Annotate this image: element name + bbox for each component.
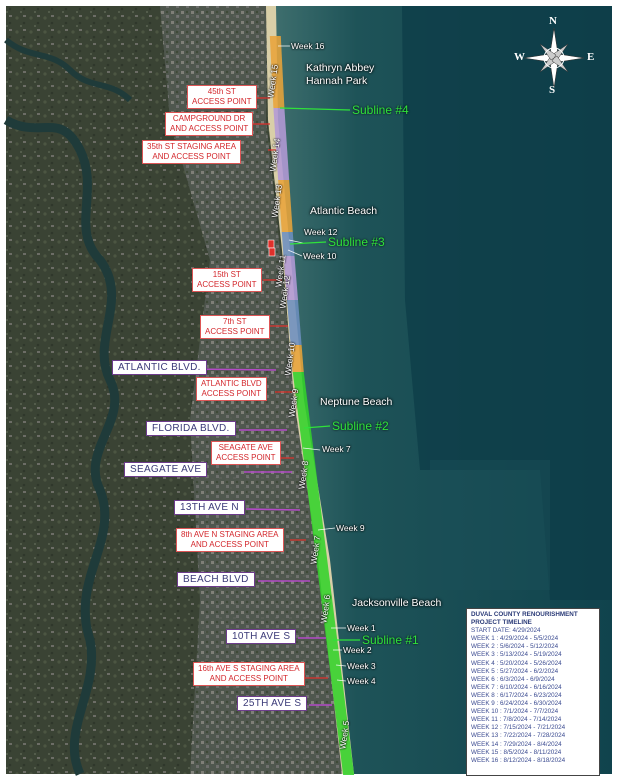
week-label: Week 7 xyxy=(322,444,351,454)
beach-strip xyxy=(266,6,354,774)
project-segment xyxy=(278,180,293,232)
subline-1: Subline #1 xyxy=(362,633,419,647)
road-beach-blvd: BEACH BLVD xyxy=(177,572,255,587)
legend-week-row: WEEK 14 : 7/29/2024 - 8/4/2024 xyxy=(471,740,562,748)
legend-week-row: WEEK 7 : 6/10/2024 - 6/16/2024 xyxy=(471,683,562,691)
access-point-35th: 35th ST STAGING AREA AND ACCESS POINT xyxy=(142,140,242,164)
place-neptune-beach: Neptune Beach xyxy=(320,396,393,408)
legend-week-row: WEEK 9 : 6/24/2024 - 6/30/2024 xyxy=(471,700,562,708)
staging-marker xyxy=(267,239,275,249)
legend-week-row: WEEK 4 : 5/20/2024 - 5/26/2024 xyxy=(471,659,562,667)
road-10th-ave-s: 10TH AVE S xyxy=(226,629,297,644)
legend-week-row: WEEK 15 : 8/5/2024 - 8/11/2024 xyxy=(471,748,562,756)
legend-week-row: WEEK 11 : 7/8/2024 - 7/14/2024 xyxy=(471,716,562,724)
subline-3: Subline #3 xyxy=(328,235,385,249)
legend-week-row: WEEK 12 : 7/15/2024 - 7/21/2024 xyxy=(471,724,566,732)
project-segment xyxy=(271,62,285,108)
road-atlantic-blvd: ATLANTIC BLVD. xyxy=(112,360,207,375)
legend-week-row: WEEK 8 : 6/17/2024 - 6/23/2024 xyxy=(471,691,562,699)
project-segment xyxy=(287,300,302,345)
access-point-campground: CAMPGROUND DR AND ACCESS POINT xyxy=(165,112,254,136)
place-jacksonville-beach: Jacksonville Beach xyxy=(352,597,442,609)
legend-week-row: WEEK 13 : 7/22/2024 - 7/28/2024 xyxy=(471,732,566,740)
week-label: Week 4 xyxy=(347,676,376,686)
road-seagate-ave: SEAGATE AVE xyxy=(124,462,208,477)
subline-2: Subline #2 xyxy=(332,419,389,433)
legend-subtitle: PROJECT TIMELINE xyxy=(471,619,532,627)
subline-4: Subline #4 xyxy=(352,103,409,117)
access-point-15th: 15th ST ACCESS POINT xyxy=(192,268,262,292)
road-florida-blvd: FLORIDA BLVD. xyxy=(146,421,236,436)
week-label: Week 2 xyxy=(343,645,372,655)
week-label: Week 3 xyxy=(347,661,376,671)
access-point-atlantic-blvd: ATLANTIC BLVD ACCESS POINT xyxy=(196,377,267,401)
legend-week-row: WEEK 16 : 8/12/2024 - 8/18/2024 xyxy=(471,756,566,764)
legend-week-row: WEEK 1 : 4/29/2024 - 5/5/2024 xyxy=(471,635,559,643)
legend-title: DUVAL COUNTY RENOURISHMENT xyxy=(471,611,578,618)
project-segment xyxy=(281,232,295,256)
compass-w: W xyxy=(514,51,525,63)
legend-start-date: START DATE: 4/29/2024 xyxy=(471,627,541,635)
access-point-45th: 45th ST ACCESS POINT xyxy=(187,85,257,109)
legend-week-row: WEEK 2 : 5/6/2024 - 5/12/2024 xyxy=(471,643,559,651)
project-segment xyxy=(273,108,290,180)
legend-week-row: WEEK 3 : 5/13/2024 - 5/19/2024 xyxy=(471,651,562,659)
project-segment xyxy=(269,36,283,62)
week-label: Week 10 xyxy=(303,251,337,261)
legend-week-row: WEEK 5 : 5/27/2024 - 6/2/2024 xyxy=(471,667,559,675)
project-segment xyxy=(292,372,355,775)
project-segment xyxy=(290,345,304,372)
access-point-8th-ave-n: 8th AVE N STAGING AREA AND ACCESS POINT xyxy=(176,528,284,552)
road-25th-ave-s: 25TH AVE S xyxy=(237,696,308,711)
compass-n: N xyxy=(549,15,557,27)
week-label: Week 16 xyxy=(291,41,325,51)
legend-week-row: WEEK 10 : 7/1/2024 - 7/7/2024 xyxy=(471,708,559,716)
project-segment xyxy=(283,256,298,300)
road-13th-ave-n: 13TH AVE N xyxy=(174,500,245,515)
compass-e: E xyxy=(587,51,595,63)
place-atlantic-beach: Atlantic Beach xyxy=(310,205,378,217)
access-point-16th-ave-s: 16th AVE S STAGING AREA AND ACCESS POINT xyxy=(193,662,305,686)
timeline-legend: DUVAL COUNTY RENOURISHMENT PROJECT TIMEL… xyxy=(466,608,600,776)
compass-s: S xyxy=(549,84,556,96)
week-label: Week 1 xyxy=(347,623,376,633)
week-label: Week 9 xyxy=(336,523,365,533)
compass-rose xyxy=(523,27,585,89)
place-hanna-park: Kathryn Abbey Hannah Park xyxy=(306,62,375,87)
legend-week-row: WEEK 6 : 6/3/2024 - 6/9/2024 xyxy=(471,675,555,683)
week-label: Week 12 xyxy=(304,227,338,237)
access-point-7th: 7th ST ACCESS POINT xyxy=(200,315,270,339)
access-point-seagate: SEAGATE AVE ACCESS POINT xyxy=(211,441,281,465)
staging-marker xyxy=(268,247,276,257)
